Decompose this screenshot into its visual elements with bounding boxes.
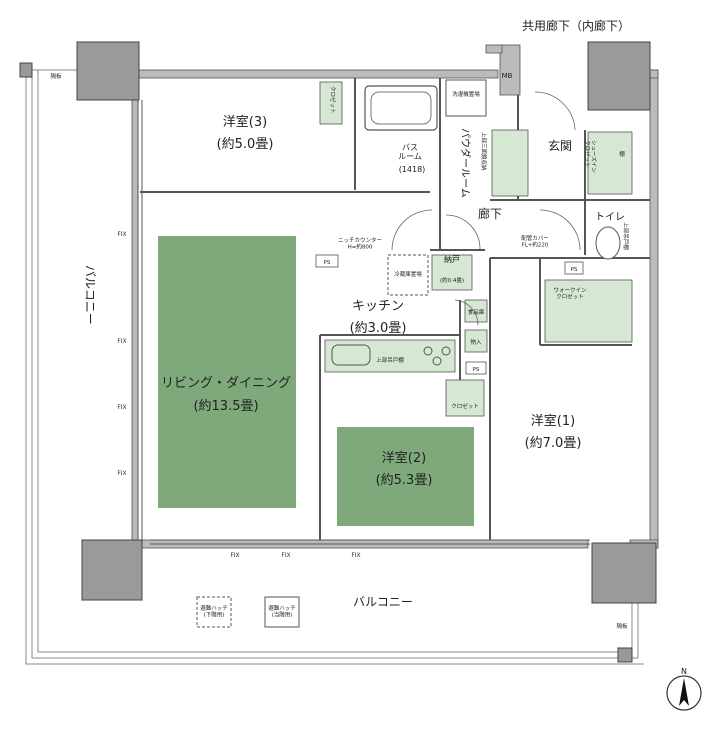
compass-label: N <box>681 667 687 676</box>
partition-post-nw <box>19 62 33 78</box>
label-closet-w3: クロゼット <box>329 86 337 114</box>
label-storage: 納戸 <box>444 254 460 264</box>
label-upper-cabinet: 上部吊戸棚 <box>376 356 404 364</box>
label-kitchen-name: キッチン <box>352 299 404 314</box>
label-partition-se: 隔板 <box>616 622 628 630</box>
label-fix-4: FIX <box>117 470 126 477</box>
label-western2-name: 洋室(2) <box>382 450 426 466</box>
label-storage-size: (約0.4畳) <box>440 276 464 284</box>
label-ld-name: リビング・ダイニング <box>161 376 291 391</box>
ps-boxes <box>315 254 584 375</box>
label-hatch-lower: 避難ハッチ(下階用) <box>200 604 228 618</box>
label-bath-size: (1418) <box>399 165 426 174</box>
label-fridge: 冷蔵庫置場 <box>394 270 422 278</box>
balcony-outline <box>22 69 644 665</box>
western2-floor-area <box>337 427 474 526</box>
label-entrance: 玄関 <box>548 138 572 153</box>
label-western1-size: (約7.0畳) <box>525 436 582 451</box>
kitchen-counter <box>324 339 456 373</box>
label-western3-size: (約5.0畳) <box>217 137 274 152</box>
label-partition-nw: 隔板 <box>50 72 62 80</box>
label-fix-5: FIX <box>230 552 239 559</box>
doors <box>391 91 581 326</box>
ld-floor-area <box>158 236 296 508</box>
label-fix-7: FIX <box>351 552 360 559</box>
label-ld-size: (約13.5畳) <box>193 399 258 414</box>
label-ps-kitchen: PS <box>324 260 331 266</box>
label-shoes-closet: シューズインクロゼット <box>584 140 598 173</box>
label-western1-name: 洋室(1) <box>531 413 575 429</box>
label-ps-toilet: PS <box>571 267 578 273</box>
label-kitchen-size: (約3.0畳) <box>350 321 407 336</box>
label-hatch-current: 避難ハッチ(当階用) <box>268 604 296 618</box>
label-upper-storage: 上部三面鏡収納 <box>480 132 488 171</box>
escape-hatch-lower <box>196 596 232 628</box>
label-closet-w2: クロゼット <box>451 402 479 410</box>
washer <box>445 79 487 117</box>
label-washer: 洗濯機置場 <box>452 90 480 98</box>
label-balcony-south: バルコニー <box>353 595 413 609</box>
title-common-corridor: 共用廊下（内廊下） <box>522 18 630 33</box>
escape-hatch-current <box>264 596 300 628</box>
interior-walls <box>140 78 650 540</box>
label-western3-name: 洋室(3) <box>223 114 267 130</box>
label-fix-1: FIX <box>117 231 126 238</box>
label-western2-size: (約5.3畳) <box>376 473 433 488</box>
toilet-bowl <box>595 226 621 260</box>
label-balcony-west: バルコニー <box>83 265 97 325</box>
columns <box>76 41 657 604</box>
label-powder: パウダールーム <box>459 128 472 198</box>
label-upper-shelf: 上部吊戸棚 <box>622 222 630 250</box>
label-walkin: ウォークインクロゼット <box>553 286 587 300</box>
bathtub-inner <box>370 91 432 125</box>
label-bath: バスルーム <box>398 143 422 161</box>
label-mb: MB <box>502 72 513 80</box>
label-ps-western2: PS <box>473 367 480 373</box>
partition-post-se <box>617 647 633 663</box>
label-corridor: 廊下 <box>478 206 502 221</box>
label-store-in: 物入 <box>470 338 482 346</box>
label-fix-2: FIX <box>117 338 126 345</box>
label-fix-6: FIX <box>281 552 290 559</box>
bathtub <box>364 85 438 131</box>
fixtures <box>319 81 633 417</box>
fridge-space <box>387 254 429 296</box>
label-toilet: トイレ <box>595 212 625 223</box>
label-pantry: 食品庫 <box>468 308 485 316</box>
label-shelf: 棚 <box>619 150 625 158</box>
windows <box>137 100 590 545</box>
label-fix-3: FIX <box>117 404 126 411</box>
compass <box>666 675 702 711</box>
